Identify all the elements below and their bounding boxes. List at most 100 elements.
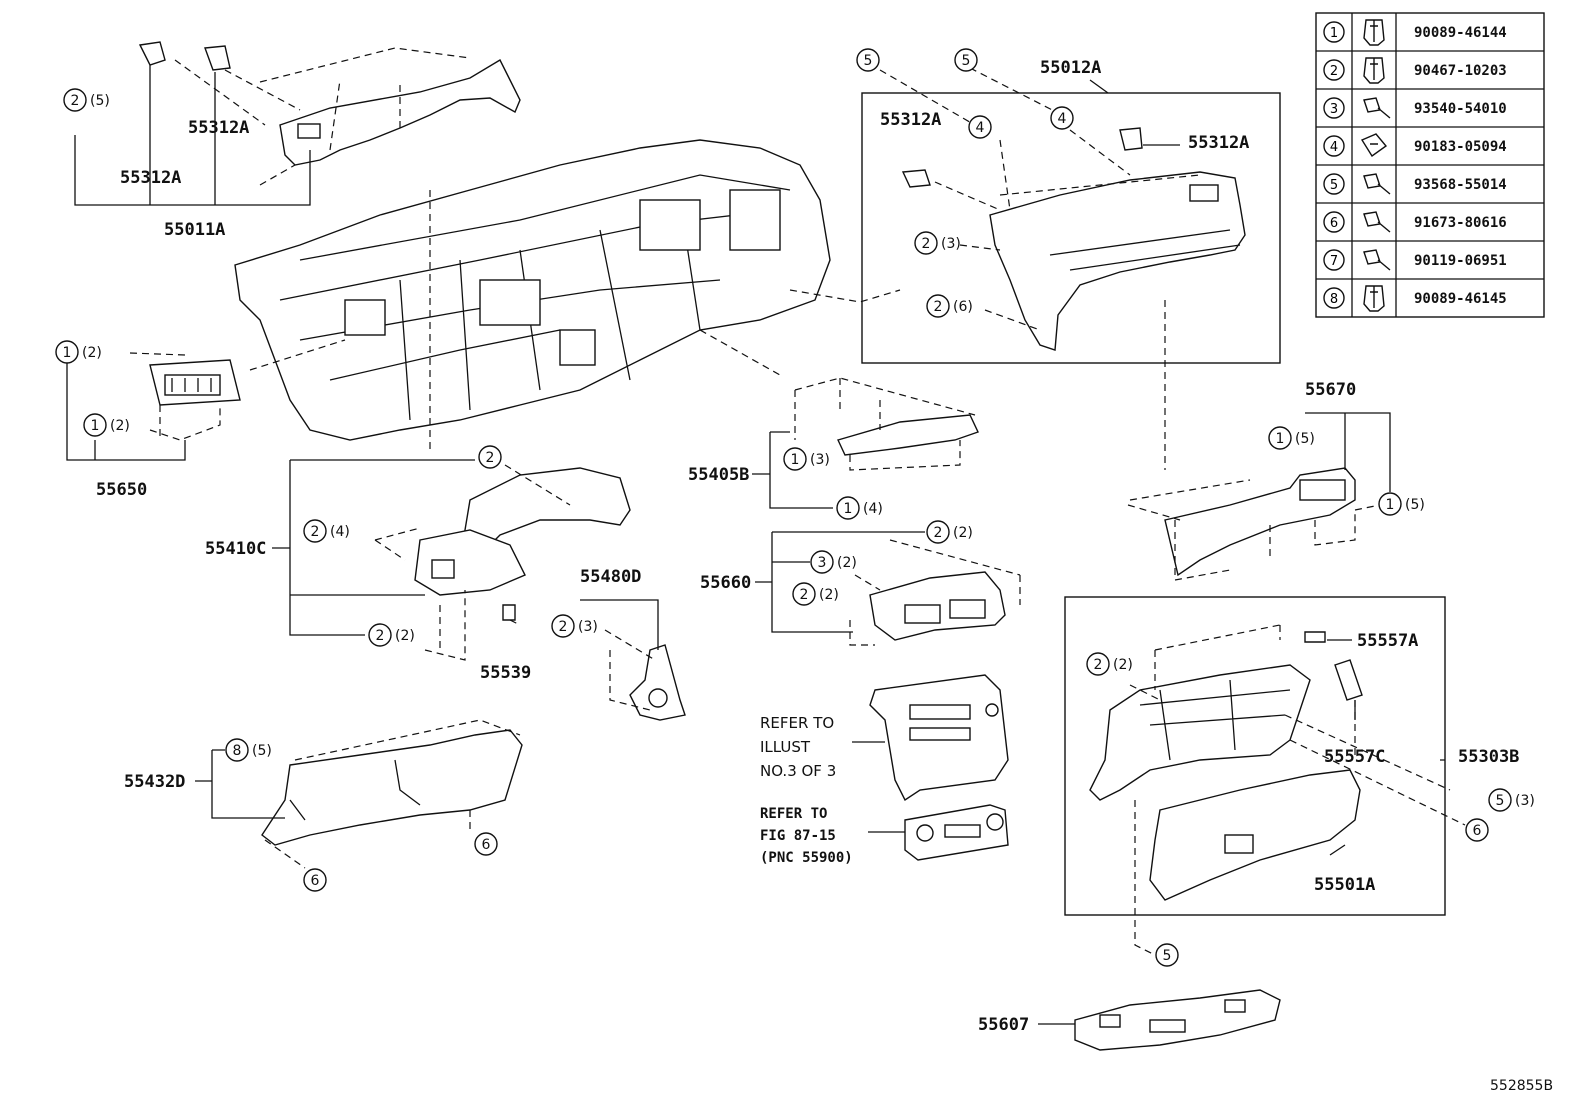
svg-text:8: 8 [233,743,242,759]
table-row: 1 90089-46144 [1323,19,1507,46]
switch-base-55480D [629,644,686,721]
svg-text:2: 2 [1094,657,1103,673]
label-55607: 55607 [978,1015,1029,1035]
callout-c6: 2(2) [368,623,415,647]
callout-c9: 1 (4) [836,496,883,520]
table-index: 3 [1330,102,1338,117]
svg-text:(3): (3) [941,236,961,252]
screw-icon [1363,173,1391,195]
svg-text:2: 2 [376,628,385,644]
callout-c19: 4 [1050,106,1074,130]
table-part-number: 90183-05094 [1414,139,1507,155]
label-55557A: 55557A [1357,631,1418,651]
screw-icon [1363,97,1391,119]
screw-icon [1363,249,1391,271]
footer-code: 552855B [1490,1078,1553,1094]
svg-text:1: 1 [844,501,853,517]
callout-c17: 5 [954,48,978,72]
svg-text:5: 5 [1496,793,1505,809]
table-row: 4 90183-05094 [1323,133,1507,158]
label-55650: 55650 [96,480,147,500]
lower-panel-55432D [261,729,523,846]
box-55012A [861,92,1281,364]
dashboard-frame [234,139,831,441]
svg-text:5: 5 [962,53,971,69]
svg-text:(3): (3) [1515,793,1535,809]
refer-fig-line3: (PNC 55900) [760,850,853,866]
callout-c16: 5 [856,48,880,72]
table-index: 1 [1330,26,1338,41]
svg-text:1: 1 [1386,497,1395,513]
label-55405B: 55405B [688,465,749,485]
svg-text:3: 3 [818,555,827,571]
svg-text:(4): (4) [330,524,350,540]
svg-text:2: 2 [486,450,495,466]
svg-text:(2): (2) [953,525,973,541]
callout-c7: 2(3) [551,614,598,638]
svg-text:6: 6 [311,873,320,889]
svg-text:2: 2 [311,524,320,540]
refer-illust-line2: ILLUST [760,738,811,756]
refer-illust-line1: REFER TO [760,714,834,732]
svg-text:(5): (5) [252,743,272,759]
callout-c20: 2(3) [914,231,961,255]
label-55432D: 55432D [124,772,185,792]
table-row: 2 90467-10203 [1323,57,1507,84]
side-panel-55670 [1164,467,1356,577]
svg-text:2: 2 [934,525,943,541]
svg-text:2: 2 [800,587,809,603]
callout-c26: 6 [1465,818,1489,842]
screw-icon [1363,211,1391,233]
svg-text:6: 6 [1473,823,1482,839]
svg-text:(4): (4) [863,501,883,517]
svg-text:5: 5 [864,53,873,69]
callout-c25: 5 (3) [1488,788,1535,812]
label-55410C: 55410C [205,539,266,559]
svg-text:(2): (2) [110,418,130,434]
svg-text:(2): (2) [837,555,857,571]
table-part-number: 90467-10203 [1414,63,1507,79]
svg-text:5: 5 [1163,948,1172,964]
table-part-number: 90089-46145 [1414,291,1507,307]
climate-control-unit [904,804,1009,861]
svg-text:2: 2 [934,299,943,315]
callout-c13: 8 (5) [225,738,272,762]
label-55303B: 55303B [1458,747,1519,767]
table-index: 4 [1330,140,1338,155]
label-55312A-mid: 55312A [120,168,181,188]
svg-text:4: 4 [1058,111,1067,127]
glove-box-door-55501A [1149,769,1361,901]
glove-box-housing-55303B [1089,631,1363,801]
refer-fig-line1: REFER TO [760,806,827,822]
table-part-number: 91673-80616 [1414,215,1507,231]
callout-c1: 2(5) [63,88,110,112]
svg-text:(5): (5) [90,93,110,109]
callout-c22: 1(5) [1268,426,1315,450]
label-55312A-top: 55312A [188,118,249,138]
label-55539: 55539 [480,663,531,683]
table-index: 2 [1330,64,1338,79]
svg-text:(2): (2) [819,587,839,603]
clip-icon [1363,285,1385,312]
callout-c8: 1(3) [783,447,830,471]
refer-illust-line3: NO.3 OF 3 [760,762,836,780]
box-55303B [1064,596,1446,916]
callout-c11: 3 (2) [810,550,857,574]
upper-panel-55012A [901,127,1246,351]
callout-c3: 1(2) [83,413,130,437]
clip-icon [1363,19,1385,46]
svg-text:4: 4 [976,120,985,136]
label-55312A-r1: 55312A [880,110,941,130]
svg-text:6: 6 [482,837,491,853]
table-index: 8 [1330,292,1338,307]
callout-c24: 2 (2) [1086,652,1133,676]
svg-text:(2): (2) [1113,657,1133,673]
label-55660: 55660 [700,573,751,593]
table-part-number: 90089-46144 [1414,25,1507,41]
svg-text:1: 1 [791,452,800,468]
label-55557C: 55557C [1324,747,1385,767]
